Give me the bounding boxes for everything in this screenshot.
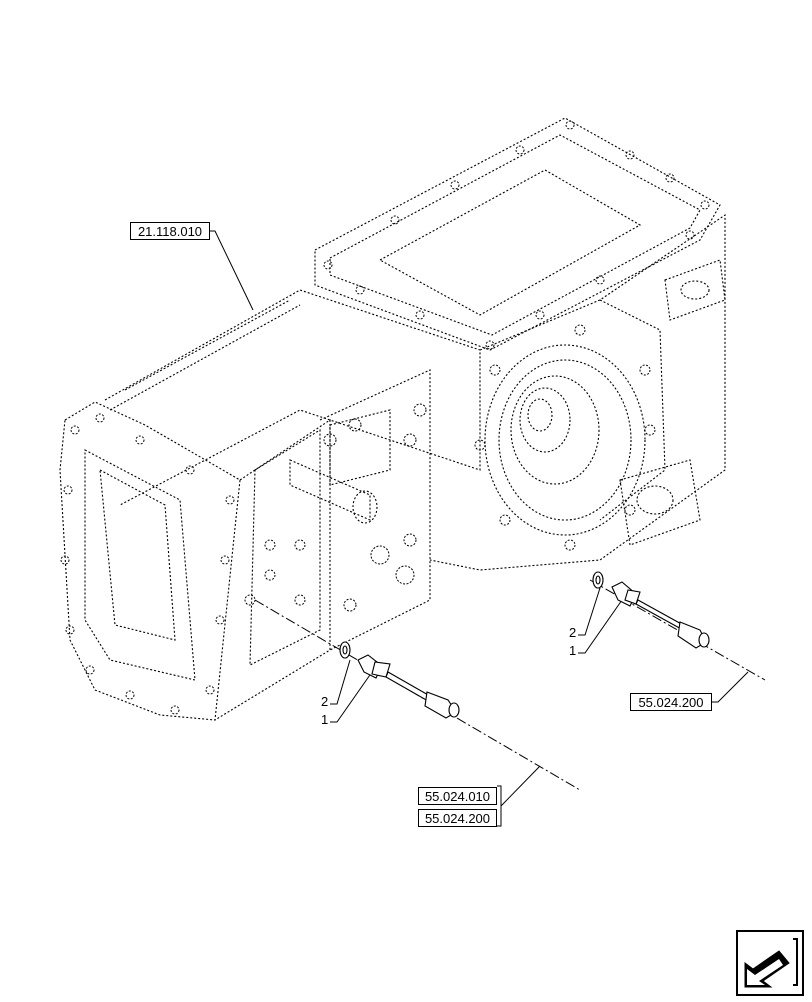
ref-link-sensor-left-b[interactable]: 55.024.200 [418, 809, 497, 827]
ref-link-housing[interactable]: 21.118.010 [130, 222, 210, 240]
right-temperature-sensor [592, 571, 710, 649]
callout-left-item-2: 2 [321, 694, 329, 709]
leader-lines [210, 230, 766, 827]
ref-link-sensor-left-a[interactable]: 55.024.010 [418, 787, 497, 805]
left-temperature-sensor [339, 641, 460, 719]
ref-link-sensor-right[interactable]: 55.024.200 [630, 693, 712, 711]
callout-left-item-1: 1 [321, 712, 329, 727]
back-arrow-icon[interactable] [735, 929, 805, 997]
callout-right-item-1: 1 [569, 643, 577, 658]
callout-right-item-2: 2 [569, 625, 577, 640]
housing-bolt-holes [60, 120, 710, 715]
transmission-housing-drawing [59, 117, 726, 721]
